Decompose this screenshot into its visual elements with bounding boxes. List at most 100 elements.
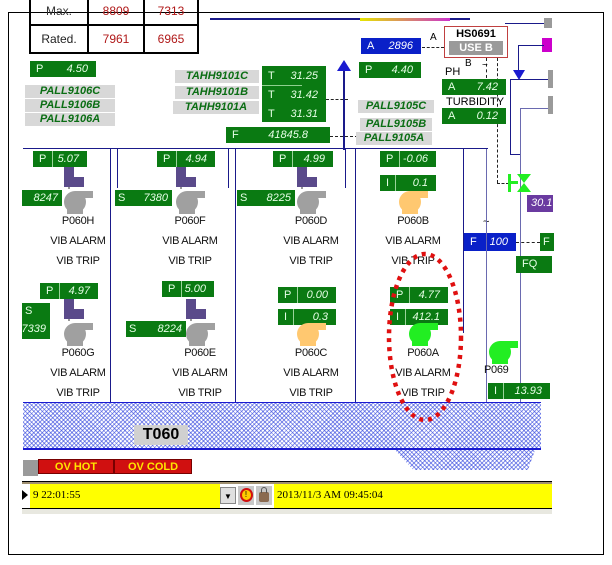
reading-value: 0.3 xyxy=(312,311,328,323)
temperature-reading[interactable]: T 31.42 xyxy=(262,87,326,103)
alarm-tag[interactable]: TAHH9101B xyxy=(175,86,259,99)
pipe xyxy=(117,148,118,188)
pipe xyxy=(505,23,547,24)
reading-value: 0.1 xyxy=(412,177,428,189)
pipe xyxy=(110,148,111,416)
status-bar-border xyxy=(22,482,552,484)
pump-speed[interactable]: 8247 xyxy=(22,190,62,206)
vib-alarm-label: VIB ALARM xyxy=(395,367,451,379)
horizontal-scrollbar[interactable] xyxy=(22,509,552,514)
reading-value: 100 xyxy=(489,236,508,248)
alarm-tag[interactable]: PALL9106A xyxy=(25,113,115,126)
motor-icon xyxy=(64,167,84,189)
reading-value: 4.40 xyxy=(391,64,413,76)
port-label: A xyxy=(430,32,437,43)
alarm-tag[interactable]: PALL9105C xyxy=(358,100,434,113)
reading-label: P xyxy=(36,63,44,75)
alarm-message-field[interactable]: 9 22:01:55 xyxy=(30,484,220,508)
pump-icon[interactable] xyxy=(486,339,520,365)
turbidity-reading[interactable]: A 0.12 xyxy=(442,108,506,124)
alarm-tag[interactable]: TAHH9101C xyxy=(175,70,259,83)
signal-line xyxy=(497,183,509,184)
cell-value: 6965 xyxy=(143,24,199,54)
pump-icon[interactable] xyxy=(406,321,440,347)
reading-label: FQ xyxy=(522,258,538,270)
ov-hot-button[interactable]: OV HOT xyxy=(38,459,114,474)
valve-position-reading[interactable]: 30.1 xyxy=(527,195,553,212)
ov-cold-button[interactable]: OV COLD xyxy=(114,459,192,474)
pump-id: P060A xyxy=(407,347,439,359)
pipe xyxy=(345,148,346,188)
vib-trip-label: VIB TRIP xyxy=(289,387,333,399)
alarm-tag[interactable]: PALL9105A xyxy=(356,132,432,145)
flow-totalizer[interactable]: FQ xyxy=(516,256,552,273)
pump-icon[interactable] xyxy=(396,189,430,215)
flow-indicator[interactable]: F xyxy=(540,233,554,251)
pump-id: P060H xyxy=(61,215,95,227)
tilde-icon: ~ xyxy=(482,60,488,71)
reading-label: T xyxy=(268,89,275,101)
reading-value: 7.42 xyxy=(476,81,498,93)
ph-reading[interactable]: A 7.42 xyxy=(442,79,506,95)
signal-line xyxy=(326,99,348,100)
tank-sump xyxy=(395,450,535,470)
header-pressure[interactable]: P 4.50 xyxy=(30,61,96,77)
switch-state[interactable]: USE B xyxy=(449,41,503,55)
signal-line xyxy=(486,58,487,78)
hand-switch[interactable]: HS0691 USE B xyxy=(444,26,508,58)
vib-alarm-label: VIB ALARM xyxy=(283,235,339,247)
alarm-tag[interactable]: PALL9105B xyxy=(360,118,432,131)
vib-trip-label: VIB TRIP xyxy=(401,387,445,399)
pump-icon[interactable] xyxy=(61,189,95,215)
switch-id: HS0691 xyxy=(456,28,496,40)
tank-t060[interactable] xyxy=(23,402,541,450)
alarm-tag[interactable]: PALL9106C xyxy=(25,85,115,98)
cell-value: 8809 xyxy=(87,0,145,26)
reading-value: 0.12 xyxy=(476,110,498,122)
pump-icon[interactable] xyxy=(173,189,207,215)
pump-icon[interactable] xyxy=(183,321,217,347)
analyzer-reading[interactable]: A 2896 xyxy=(361,38,421,54)
pump-id: P060D xyxy=(294,215,328,227)
flow-controller[interactable]: F 100 xyxy=(464,233,516,251)
pump-icon[interactable] xyxy=(61,321,95,347)
alarm-tag[interactable]: PALL9106B xyxy=(25,99,115,112)
table-row: Max. 8809 7313 xyxy=(29,0,199,26)
temperature-reading[interactable]: T 31.25 xyxy=(262,68,326,84)
reading-value: 8247 xyxy=(33,192,58,204)
status-bar-border xyxy=(22,481,552,482)
alarm-tag[interactable]: TAHH9101A xyxy=(173,101,259,114)
pump-icon[interactable] xyxy=(294,321,328,347)
temperature-reading[interactable]: T 31.31 xyxy=(262,106,326,122)
flow-arrow-icon xyxy=(513,70,525,80)
reading-label: F xyxy=(470,236,477,248)
expand-arrow-icon[interactable] xyxy=(22,490,28,500)
dropdown-button[interactable]: ▼ xyxy=(220,487,236,504)
equipment-block xyxy=(548,70,553,88)
flow-reading[interactable]: F 41845.8 xyxy=(226,127,330,143)
discharge-pressure[interactable]: P 4.40 xyxy=(359,62,421,78)
reading-label: S xyxy=(240,192,248,204)
reading-label: F xyxy=(232,129,239,141)
pipe xyxy=(228,148,229,188)
lock-button[interactable] xyxy=(256,486,272,505)
pump-pressure[interactable]: P-0.06 xyxy=(380,151,436,167)
reading-label: S xyxy=(118,192,126,204)
pump-icon[interactable] xyxy=(294,189,328,215)
alarm-silence-button[interactable]: ! xyxy=(238,486,254,505)
